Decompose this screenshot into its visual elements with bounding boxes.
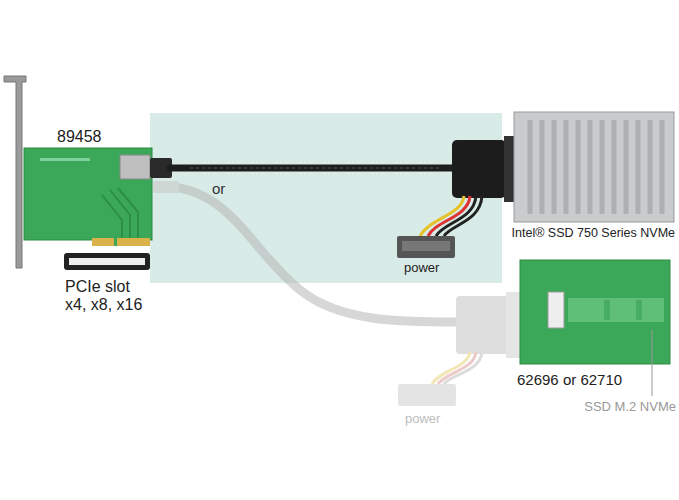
sff8643-cable [452,140,506,198]
faded-cable [506,292,520,358]
m2-adapter-board [604,300,610,320]
pcie-adapter-card [102,188,138,238]
sff8643-cable [402,241,450,251]
part-number: 62696 or 62710 [517,371,622,388]
m2-adapter-board [568,298,664,322]
slot-label: PCIe slot x4, x8, x16 [65,278,155,315]
m2-adapter-board [636,300,642,320]
faded-cable [160,186,458,322]
faded-cable [153,181,520,406]
pcie-adapter-card [40,158,90,161]
sff8643-cable [190,168,440,169]
sff8643-cable [150,136,518,258]
part-number: 89458 [57,128,102,146]
sff8643-cable [444,196,482,236]
product-name: SSD M.2 NVMe [584,400,676,415]
pcie-slot [64,253,150,270]
ssd-drive [514,112,674,222]
pcie-bracket [4,76,26,268]
leader-line [652,330,653,396]
or-label: or [212,180,225,197]
pcie-bracket [4,76,26,268]
pcie-slot [64,253,150,270]
m2-adapter-board [520,260,670,364]
power-label: power [405,412,440,427]
product-name: Intel® SSD 750 Series NVMe [512,226,675,240]
faded-cable [398,384,456,406]
faded-cable [444,352,482,384]
m2-adapter-board [520,260,670,364]
m2-adapter-board [548,292,564,328]
pcie-adapter-card [92,238,150,246]
faded-cable [153,181,179,193]
ssd-drive [530,120,662,214]
ssd-drive [514,112,674,222]
pcie-slot [69,258,145,265]
pcie-adapter-card [24,148,152,246]
faded-cable [456,296,508,354]
sff8643-cable [397,236,455,258]
sff8643-cable [170,165,452,172]
power-label: power [404,261,439,276]
pcie-adapter-card [120,155,150,179]
pcie-adapter-card [114,238,117,246]
pcie-adapter-card [24,148,152,240]
